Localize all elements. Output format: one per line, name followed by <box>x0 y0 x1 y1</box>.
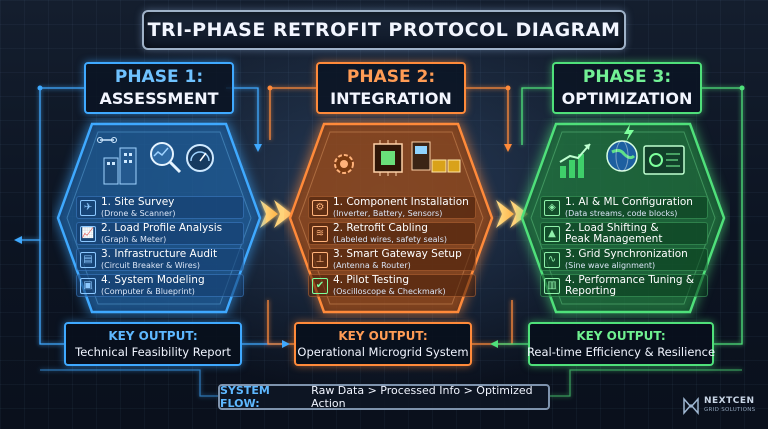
step-detail: (Computer & Blueprint) <box>101 286 195 296</box>
step-detail: (Sine wave alignment) <box>565 260 656 270</box>
step-detail: (Data streams, code blocks) <box>565 208 678 218</box>
logo-name: NEXTCEN <box>704 396 755 406</box>
phase-2-steps: ⚙ 1. Component Installation (Inverter, B… <box>308 196 476 297</box>
phase-1-number: PHASE 1: <box>114 67 204 87</box>
computer-icon: ▣ <box>80 277 96 294</box>
step-performance-tuning: ▥ 4. Performance Tuning & Reporting <box>540 274 708 297</box>
drone-illustration-icon <box>97 137 117 143</box>
system-flow-label: SYSTEM FLOW: <box>220 384 270 410</box>
step-detail: (Circuit Breaker & Wires) <box>101 260 201 270</box>
step-title: 2. Load Profile Analysis <box>101 221 223 234</box>
step-title: 1. AI & ML Configuration <box>565 195 693 208</box>
logo-tagline: GRID SOLUTIONS <box>704 407 756 413</box>
key-output-label: KEY OUTPUT: <box>338 329 428 343</box>
buildings-icon <box>103 147 137 185</box>
system-flow-bar: SYSTEM FLOW: Raw Data > Processed Info >… <box>218 384 550 410</box>
chip-icon <box>373 140 403 176</box>
step-detail: (Oscilloscope & Checkmark) <box>333 286 446 296</box>
key-output-label: KEY OUTPUT: <box>576 329 666 343</box>
magnifier-icon <box>150 142 182 174</box>
system-flow-value: Raw Data > Processed Info > Optimized Ac… <box>311 384 533 410</box>
step-load-shifting: ▲ 2. Load Shifting & Peak Management <box>540 222 708 245</box>
rising-chart-icon <box>559 143 591 178</box>
step-title: 3. Smart Gateway Setup <box>333 247 462 260</box>
step-component-installation: ⚙ 1. Component Installation (Inverter, B… <box>308 196 476 219</box>
sine-icon: ∿ <box>544 251 560 268</box>
report-icon: ▥ <box>544 277 560 294</box>
step-smart-gateway-setup: ⊥ 3. Smart Gateway Setup (Antenna & Rout… <box>308 248 476 271</box>
drone-icon: ✈ <box>80 199 96 216</box>
meter-icon <box>186 144 214 172</box>
cable-icon: ≋ <box>312 225 328 242</box>
phase-3-steps: ◈ 1. AI & ML Configuration (Data streams… <box>540 196 708 297</box>
module-icon <box>411 141 431 171</box>
step-retrofit-cabling: ≋ 2. Retrofit Cabling (Labeled wires, sa… <box>308 222 476 245</box>
step-grid-synchronization: ∿ 3. Grid Synchronization (Sine wave ali… <box>540 248 708 271</box>
step-system-modeling: ▣ 4. System Modeling (Computer & Bluepri… <box>76 274 244 297</box>
diagram-title-bar: TRI-PHASE RETROFIT PROTOCOL DIAGRAM <box>142 10 626 50</box>
phase-1-key-output: KEY OUTPUT: Technical Feasibility Report <box>64 322 242 366</box>
step-site-survey: ✈ 1. Site Survey (Drone & Scanner) <box>76 196 244 219</box>
gear-icon: ⚙ <box>312 199 328 216</box>
step-ai-ml-configuration: ◈ 1. AI & ML Configuration (Data streams… <box>540 196 708 219</box>
step-title: 3. Infrastructure Audit <box>101 247 218 260</box>
gear-illustration-icon <box>334 154 354 174</box>
step-detail: (Antenna & Router) <box>333 260 411 270</box>
phase-3-label: PHASE 3: OPTIMIZATION <box>552 62 702 114</box>
ai-icon: ◈ <box>544 199 560 216</box>
antenna-icon: ⊥ <box>312 251 328 268</box>
diagram-title: TRI-PHASE RETROFIT PROTOCOL DIAGRAM <box>147 19 621 41</box>
key-output-value: Technical Feasibility Report <box>75 345 231 359</box>
step-detail: Reporting <box>565 284 617 297</box>
phase-2-name: INTEGRATION <box>330 89 452 108</box>
step-pilot-testing: ✔ 4. Pilot Testing (Oscilloscope & Check… <box>308 274 476 297</box>
lightning-icon <box>624 124 634 142</box>
logo-mark-icon <box>683 397 699 415</box>
globe-icon <box>606 140 638 172</box>
phase-3-name: OPTIMIZATION <box>561 89 693 108</box>
checkmark-icon: ✔ <box>312 277 328 294</box>
phase-2-number: PHASE 2: <box>346 67 436 87</box>
phase-2-key-output: KEY OUTPUT: Operational Microgrid System <box>294 322 472 366</box>
graph-icon: 📈 <box>80 225 96 242</box>
step-title: 3. Grid Synchronization <box>565 247 688 260</box>
phase-1-steps: ✈ 1. Site Survey (Drone & Scanner) 📈 2. … <box>76 196 244 297</box>
phase-3-number: PHASE 3: <box>582 67 672 87</box>
key-output-value: Real-time Efficiency & Resilience <box>526 345 716 359</box>
phase-1-name: ASSESSMENT <box>99 89 219 108</box>
phase-2-label: PHASE 2: INTEGRATION <box>316 62 466 114</box>
dashboard-icon <box>643 145 685 175</box>
breaker-icon: ▤ <box>80 251 96 268</box>
battery-icon <box>431 159 461 173</box>
step-title: 4. Performance Tuning & <box>565 273 695 286</box>
step-detail: (Graph & Meter) <box>101 234 167 244</box>
step-title: 2. Retrofit Cabling <box>333 221 428 234</box>
step-title: 4. System Modeling <box>101 273 205 286</box>
step-load-profile-analysis: 📈 2. Load Profile Analysis (Graph & Mete… <box>76 222 244 245</box>
chart-icon: ▲ <box>544 225 560 242</box>
key-output-value: Operational Microgrid System <box>297 345 469 359</box>
phase-1-label: PHASE 1: ASSESSMENT <box>84 62 234 114</box>
step-detail: Peak Management <box>565 232 663 245</box>
key-output-label: KEY OUTPUT: <box>108 329 198 343</box>
step-detail: (Inverter, Battery, Sensors) <box>333 208 443 218</box>
step-title: 1. Component Installation <box>333 195 469 208</box>
step-detail: (Labeled wires, safety seals) <box>333 234 448 244</box>
company-logo: NEXTCEN GRID SOLUTIONS <box>682 392 762 420</box>
step-title: 2. Load Shifting & <box>565 221 659 234</box>
step-infrastructure-audit: ▤ 3. Infrastructure Audit (Circuit Break… <box>76 248 244 271</box>
step-title: 1. Site Survey <box>101 195 175 208</box>
step-detail: (Drone & Scanner) <box>101 208 176 218</box>
phase-3-key-output: KEY OUTPUT: Real-time Efficiency & Resil… <box>526 322 716 366</box>
step-title: 4. Pilot Testing <box>333 273 410 286</box>
